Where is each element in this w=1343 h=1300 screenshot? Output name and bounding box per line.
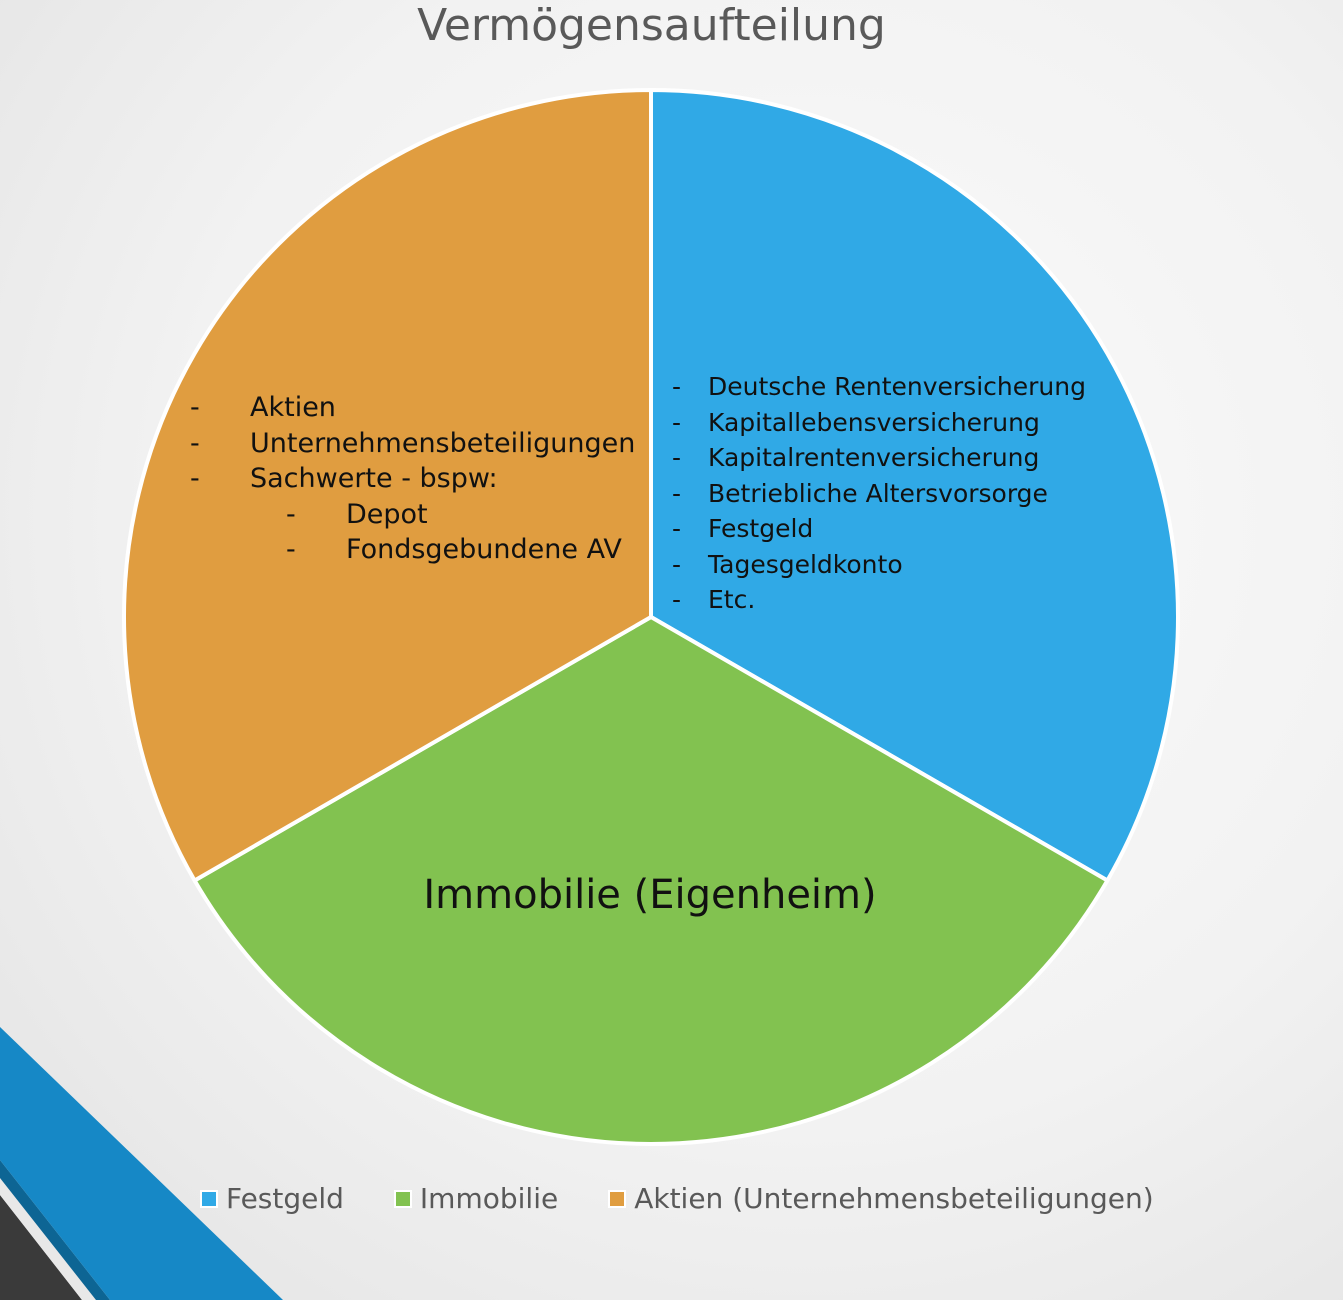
legend-label: Festgeld bbox=[226, 1182, 344, 1215]
list-item: - Unternehmensbeteiligungen bbox=[190, 426, 635, 462]
dash: - bbox=[672, 585, 682, 614]
item-text: Depot bbox=[346, 498, 428, 530]
item-text: Kapitalrentenversicherung bbox=[708, 443, 1040, 472]
list-item: -Betriebliche Altersvorsorge bbox=[672, 476, 1086, 512]
item-text: Kapitallebensversicherung bbox=[708, 407, 1040, 437]
item-text: Unternehmensbeteiligungen bbox=[250, 427, 636, 459]
item-text: Fondsgebundene AV bbox=[346, 534, 622, 565]
item-text: Betriebliche Altersvorsorge bbox=[708, 478, 1048, 508]
list-item: - Fondsgebundene AV bbox=[190, 532, 635, 568]
list-item: - Aktien bbox=[190, 390, 635, 426]
dash: - bbox=[190, 427, 200, 459]
pie-slice-aktien bbox=[122, 87, 653, 884]
legend-swatch bbox=[200, 1189, 218, 1208]
blue-band bbox=[0, 1027, 283, 1300]
aktien-slice-label: - Aktien - Unternehmensbeteiligungen - Sach… bbox=[190, 390, 635, 568]
list-item: -Etc. bbox=[672, 582, 1086, 618]
pie-slice-festgeld bbox=[649, 87, 1180, 884]
list-item: -Tagesgeldkonto bbox=[672, 547, 1086, 583]
immobilie-slice-label: Immobilie (Eigenheim) bbox=[423, 872, 877, 918]
dash: - bbox=[672, 549, 682, 579]
item-text: Sachwerte - bspw: bbox=[250, 463, 498, 494]
item-text: Festgeld bbox=[708, 514, 814, 543]
item-text: Aktien bbox=[250, 392, 336, 423]
dash: - bbox=[286, 534, 296, 565]
list-item: -Deutsche Rentenversicherung bbox=[672, 369, 1086, 405]
dash: - bbox=[672, 372, 682, 401]
legend-swatch bbox=[393, 1189, 412, 1208]
list-item: -Kapitallebensversicherung bbox=[672, 405, 1086, 441]
list-item: -Festgeld bbox=[672, 511, 1086, 547]
legend-item-immobilie: Immobilie bbox=[393, 1182, 559, 1215]
dash: - bbox=[190, 463, 200, 494]
legend-label: Aktien (Unternehmensbeteiligungen) bbox=[634, 1182, 1154, 1215]
dash: - bbox=[286, 498, 296, 530]
dash: - bbox=[672, 478, 682, 508]
legend-label: Immobilie bbox=[419, 1182, 559, 1215]
chart-title: Vermögensaufteilung bbox=[417, 0, 886, 51]
dash: - bbox=[672, 407, 682, 437]
item-text: Deutsche Rentenversicherung bbox=[708, 372, 1086, 401]
list-item: - Depot bbox=[190, 497, 635, 533]
list-item: - Sachwerte - bspw: bbox=[190, 461, 635, 497]
dash: - bbox=[672, 443, 682, 472]
legend: Festgeld Immobilie Aktien (Unternehmensb… bbox=[200, 1182, 1154, 1215]
legend-item-aktien: Aktien (Unternehmensbeteiligungen) bbox=[608, 1182, 1154, 1215]
list-item: -Kapitalrentenversicherung bbox=[672, 440, 1086, 476]
festgeld-slice-label: -Deutsche Rentenversicherung-Kapitallebe… bbox=[672, 369, 1086, 618]
legend-item-festgeld: Festgeld bbox=[200, 1182, 344, 1215]
item-text: Etc. bbox=[708, 585, 756, 614]
legend-swatch bbox=[608, 1189, 627, 1208]
item-text: Tagesgeldkonto bbox=[708, 549, 903, 579]
dash: - bbox=[190, 392, 200, 423]
dash: - bbox=[672, 514, 682, 543]
